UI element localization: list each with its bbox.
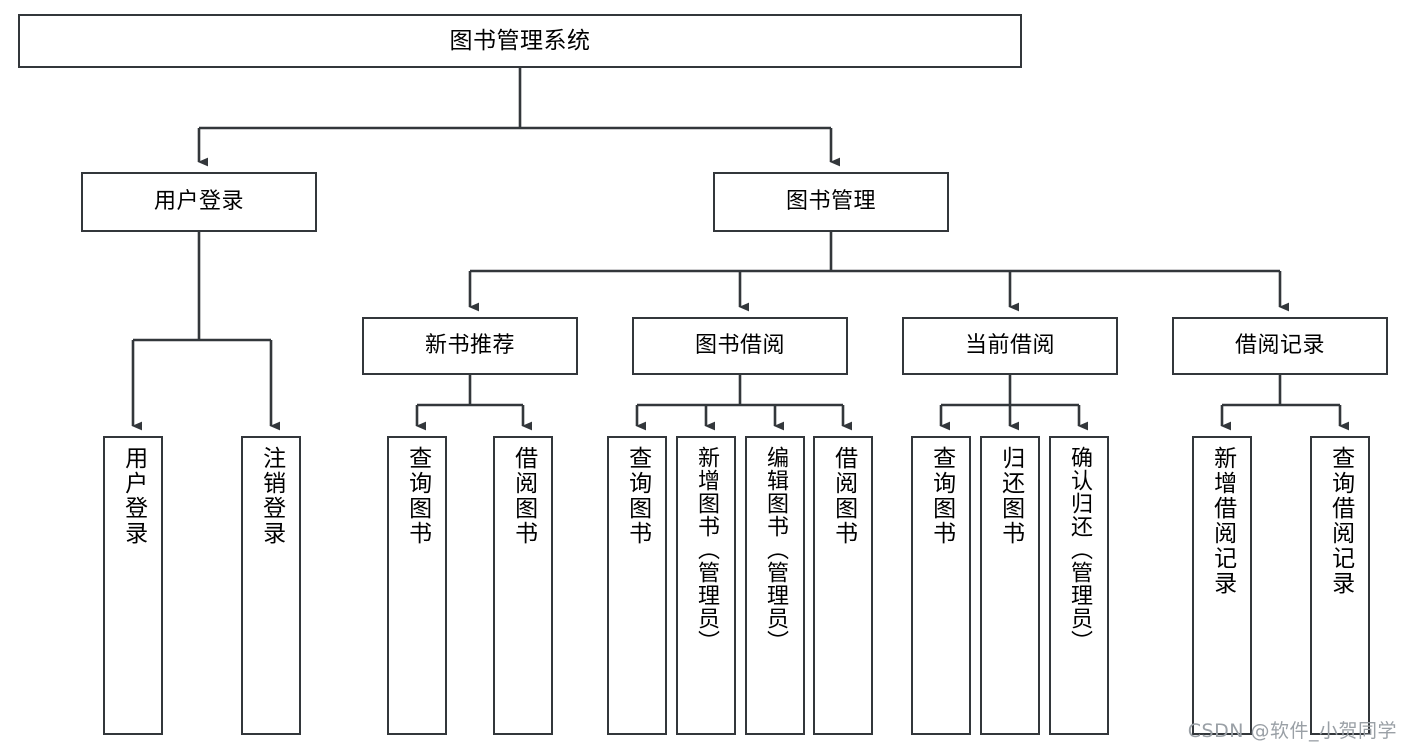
node-book-management[interactable]: 图书管理 [713, 172, 949, 232]
leaf-user-login-logout[interactable]: 注销登录 [241, 436, 301, 735]
leaf-new-book-borrow-label: 借阅图书 [510, 446, 537, 546]
leaf-user-login-login[interactable]: 用户登录 [103, 436, 163, 735]
node-current-borrow[interactable]: 当前借阅 [902, 317, 1118, 375]
leaf-current-borrow-query-label: 查询图书 [928, 446, 955, 546]
leaf-book-borrow-edit[interactable]: 编辑图书（管理员） [745, 436, 805, 735]
node-book-borrow-label: 图书借阅 [694, 333, 785, 359]
leaf-book-borrow-add-label: 新增图书（管理员） [693, 446, 719, 653]
node-root[interactable]: 图书管理系统 [18, 14, 1022, 68]
leaf-book-borrow-borrow-label: 借阅图书 [830, 446, 857, 546]
leaf-book-borrow-query[interactable]: 查询图书 [607, 436, 667, 735]
leaf-book-borrow-add[interactable]: 新增图书（管理员） [676, 436, 736, 735]
leaf-new-book-query[interactable]: 查询图书 [387, 436, 447, 735]
leaf-book-borrow-query-label: 查询图书 [624, 446, 651, 546]
node-root-label: 图书管理系统 [449, 27, 591, 54]
leaf-borrow-record-add[interactable]: 新增借阅记录 [1192, 436, 1252, 735]
leaf-book-borrow-borrow[interactable]: 借阅图书 [813, 436, 873, 735]
leaf-book-borrow-edit-label: 编辑图书（管理员） [762, 446, 788, 653]
node-book-management-label: 图书管理 [785, 189, 876, 215]
node-current-borrow-label: 当前借阅 [964, 333, 1055, 359]
node-new-book-recommend[interactable]: 新书推荐 [362, 317, 578, 375]
leaf-new-book-borrow[interactable]: 借阅图书 [493, 436, 553, 735]
leaf-borrow-record-query[interactable]: 查询借阅记录 [1310, 436, 1370, 735]
node-new-book-recommend-label: 新书推荐 [424, 333, 515, 359]
node-user-login-label: 用户登录 [153, 189, 244, 215]
watermark: CSDN @软件_小贺同学 [1187, 720, 1397, 742]
leaf-borrow-record-add-label: 新增借阅记录 [1209, 446, 1236, 596]
leaf-current-borrow-return[interactable]: 归还图书 [980, 436, 1040, 735]
leaf-user-login-logout-label: 注销登录 [258, 446, 285, 546]
node-borrow-record[interactable]: 借阅记录 [1172, 317, 1388, 375]
leaf-current-borrow-confirm-label: 确认归还（管理员） [1066, 446, 1092, 653]
leaf-user-login-login-label: 用户登录 [120, 446, 147, 546]
leaf-current-borrow-query[interactable]: 查询图书 [911, 436, 971, 735]
node-borrow-record-label: 借阅记录 [1234, 333, 1325, 359]
leaf-current-borrow-return-label: 归还图书 [997, 446, 1024, 546]
leaf-borrow-record-query-label: 查询借阅记录 [1327, 446, 1354, 596]
leaf-new-book-query-label: 查询图书 [404, 446, 431, 546]
node-user-login[interactable]: 用户登录 [81, 172, 317, 232]
node-book-borrow[interactable]: 图书借阅 [632, 317, 848, 375]
leaf-current-borrow-confirm[interactable]: 确认归还（管理员） [1049, 436, 1109, 735]
